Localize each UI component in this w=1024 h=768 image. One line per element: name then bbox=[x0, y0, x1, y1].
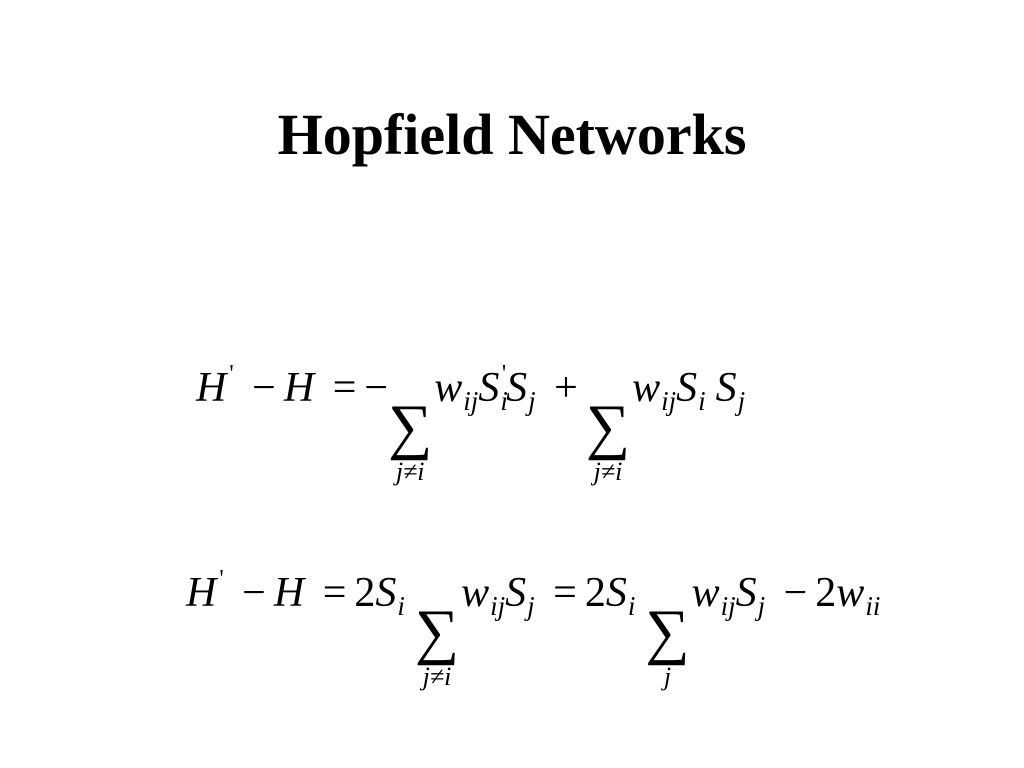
eq1-S4: S bbox=[715, 365, 737, 411]
eq2-minus: − bbox=[242, 570, 266, 616]
eq2-w3-sub: ii bbox=[865, 591, 881, 621]
eq1-prime: ' bbox=[229, 361, 234, 387]
eq2-S3-sub: i bbox=[627, 591, 636, 621]
sum-symbol: ∑ bbox=[645, 598, 690, 666]
eq1-minus: − bbox=[252, 365, 276, 411]
eq2-H: H bbox=[186, 570, 217, 616]
eq1-equals: = bbox=[332, 365, 357, 411]
sum-symbol: ∑ bbox=[414, 598, 460, 666]
eq1-neg: − bbox=[364, 365, 389, 411]
eq2-coef-3: 2 bbox=[815, 570, 837, 616]
eq2-coef: 2 bbox=[354, 570, 376, 616]
eq1-S3-sub: i bbox=[698, 386, 706, 416]
eq2-w2: w bbox=[691, 570, 720, 616]
eq1-S3: S bbox=[676, 365, 698, 411]
eq2-coef-2: 2 bbox=[584, 570, 606, 616]
eq1-plus: + bbox=[554, 365, 578, 411]
eq2-w: w bbox=[461, 570, 490, 616]
eq1-S2: S bbox=[506, 365, 528, 411]
slide-title: Hopfield Networks bbox=[277, 102, 747, 167]
eq1-w2-sub: ij bbox=[661, 386, 677, 416]
eq2-S4-sub: j bbox=[757, 591, 766, 621]
eq1-sum-1: ∑j≠i bbox=[388, 393, 433, 487]
eq2-w3: w bbox=[836, 570, 865, 616]
eq1-H: H bbox=[196, 365, 227, 411]
eq1-w-sub: ij bbox=[463, 386, 479, 416]
eq1-w: w bbox=[434, 365, 463, 411]
sum-symbol: ∑ bbox=[585, 393, 631, 461]
sum-index: j≠i bbox=[395, 457, 425, 486]
eq2-S1: S bbox=[375, 570, 397, 616]
eq2-w2-sub: ij bbox=[720, 591, 736, 621]
eq2-w-sub: ij bbox=[490, 591, 506, 621]
eq2-S2: S bbox=[505, 570, 527, 616]
eq2-S1-sub: i bbox=[397, 591, 405, 621]
eq1-S1-sup: ' bbox=[501, 361, 507, 387]
eq1-S2-sub: j bbox=[528, 386, 536, 416]
eq1-S4-sub: j bbox=[737, 386, 746, 416]
sum-index: j≠i bbox=[422, 662, 452, 691]
eq1-sum-2: ∑j≠i bbox=[585, 393, 631, 487]
eq2-S3: S bbox=[605, 570, 627, 616]
eq1-S1-sub: i bbox=[500, 386, 508, 416]
eq2-sum-1: ∑j≠i bbox=[414, 598, 460, 692]
eq2-H2: H bbox=[273, 570, 305, 616]
eq2-equals-2: = bbox=[553, 570, 577, 616]
eq2-prime: ' bbox=[219, 566, 224, 592]
eq2-S2-sub: j bbox=[527, 591, 535, 621]
sum-index: j≠i bbox=[593, 457, 623, 486]
eq2-minus-2: − bbox=[783, 570, 808, 616]
sum-index: j bbox=[663, 662, 672, 691]
sum-symbol: ∑ bbox=[388, 393, 433, 461]
eq2-equals: = bbox=[322, 570, 347, 616]
eq2-S4: S bbox=[735, 570, 757, 616]
eq2-sum-2: ∑j bbox=[645, 598, 690, 692]
eq1-H2: H bbox=[283, 365, 315, 411]
eq1-w2: w bbox=[632, 365, 661, 411]
eq1-S1: S bbox=[478, 365, 500, 411]
